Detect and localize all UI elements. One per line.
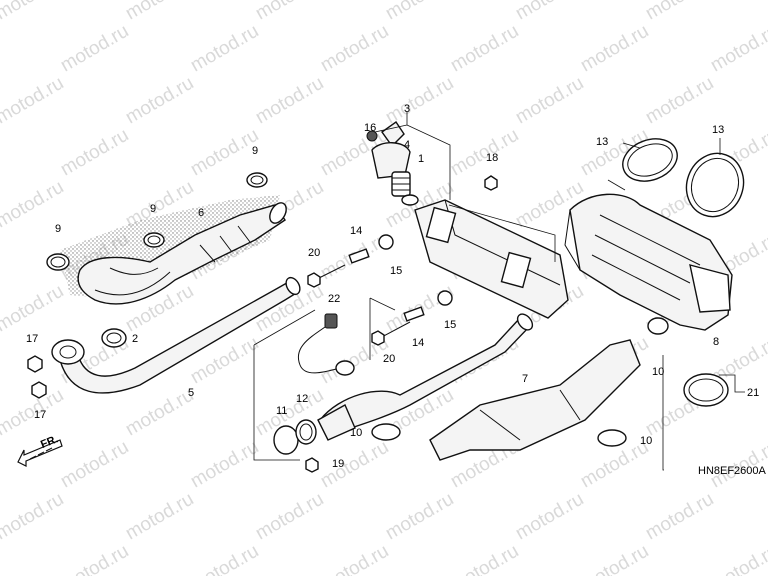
part-1-muffler [414,199,569,319]
callout-labels: 1234567899910101011121313141415151617171… [26,103,759,470]
callout-7: 7 [522,373,528,385]
callout-20: 20 [383,353,395,365]
callout-11: 11 [276,405,287,417]
watermark-text: motod.ru [57,541,132,576]
callout-3: 3 [404,103,410,115]
watermark-text: motod.ru [0,73,67,129]
part-9-gaskets [46,172,268,271]
watermark-text: motod.ru [577,21,652,77]
watermark-text: motod.ru [317,437,392,493]
callout-4: 4 [404,139,410,151]
watermark-text: motod.ru [57,21,132,77]
callout-9: 9 [55,223,61,235]
watermark-text: motod.ru [0,281,67,337]
callout-22: 22 [328,293,340,305]
part-22-o2-sensor [297,313,355,376]
watermark-text: motod.ru [0,125,2,181]
watermark-text: motod.ru [252,73,327,129]
callout-5: 5 [188,387,194,399]
callout-13: 13 [712,124,724,136]
watermark-text: motod.ru [447,541,522,576]
diagram-code: HN8EF2600A [698,465,767,477]
watermark-text: motod.ru [122,489,197,545]
watermark-text: motod.ru [57,437,132,493]
front-direction-arrow [17,439,63,467]
callout-16: 16 [364,122,376,134]
watermark-text: motod.ru [252,489,327,545]
callout-1: 1 [418,153,424,165]
callout-15: 15 [390,265,402,277]
watermark-text: motod.ru [122,0,197,24]
callout-17: 17 [26,333,38,345]
callout-14: 14 [350,225,362,237]
watermark-text: motod.ru [0,541,2,576]
callout-20: 20 [308,247,320,259]
watermark-text: motod.ru [512,0,587,24]
watermark-text: motod.ru [0,0,67,24]
part-13-clamps [622,138,745,218]
watermark-text: motod.ru [0,229,2,285]
watermark-text: motod.ru [317,21,392,77]
watermark-text: motod.ru [0,333,2,389]
watermark-text: motod.ru [382,0,457,24]
callout-10: 10 [350,427,362,439]
watermark-text: motod.ru [0,489,67,545]
watermark-text: motod.ru [382,489,457,545]
part-17-nuts [27,355,47,399]
watermark-text: motod.ru [0,437,2,493]
callout-10: 10 [640,435,652,447]
watermark-text: motod.ru [57,125,132,181]
watermark-text: motod.ru [642,73,717,129]
part-2-gasket [101,328,127,348]
part-5-exhaust-pipe [51,276,301,394]
part-8-muffler-cover [564,193,733,331]
watermark-text: motod.ru [642,0,717,24]
watermark-text: motod.ru [187,437,262,493]
watermark-text: motod.ru [317,541,392,576]
callout-15: 15 [444,319,456,331]
part-3-4-16-tailpipe-parts [366,121,419,206]
callout-17: 17 [34,409,46,421]
watermark-text: motod.ru [187,541,262,576]
watermark-text: motod.ru [187,21,262,77]
part-7-middle-pipe [319,313,641,461]
watermark-text: motod.ru [122,73,197,129]
callout-10: 10 [652,366,664,378]
callout-9: 9 [150,203,156,215]
watermark-text: motod.ru [512,489,587,545]
part-11-12-joint [273,404,356,455]
watermark-text: motod.ru [382,73,457,129]
callout-9: 9 [252,145,258,157]
watermark-text: motod.ru [0,21,2,77]
part-6-exhaust-header [77,202,287,305]
watermark-text: motod.ru [122,385,197,441]
watermark-text: motod.ru [512,73,587,129]
part-10-21-clamps [371,317,729,447]
callout-12: 12 [296,393,308,405]
watermark-text: motod.ru [577,541,652,576]
callout-21: 21 [747,387,759,399]
callout-19: 19 [332,458,344,470]
watermark-text: motod.ru [252,0,327,24]
callout-2: 2 [132,333,138,345]
part-bolts [305,175,498,473]
callout-14: 14 [412,337,424,349]
leader-lines [253,112,745,471]
watermark-text: motod.ru [642,489,717,545]
callout-8: 8 [713,336,719,348]
callout-18: 18 [486,152,498,164]
callout-6: 6 [198,207,204,219]
watermark-text: motod.ru [447,125,522,181]
callout-13: 13 [596,136,608,148]
watermark-text: motod.ru [447,21,522,77]
watermark-text: motod.ru [707,541,768,576]
watermark-text: motod.ru [707,21,768,77]
